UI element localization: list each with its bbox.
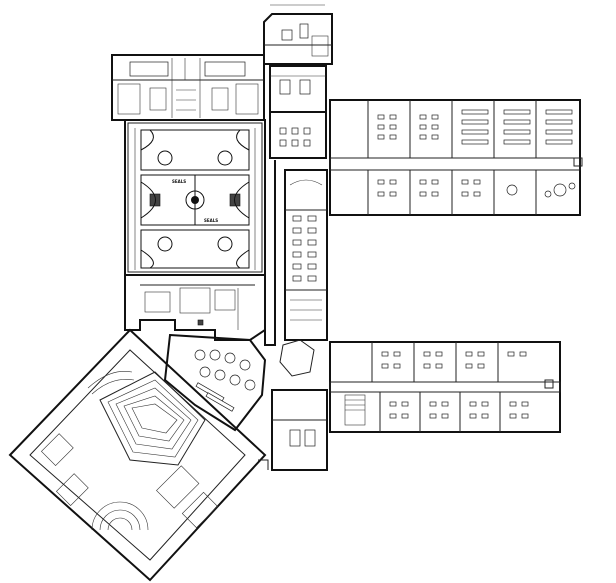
north-wing: [263, 13, 333, 159]
service-zone: [124, 275, 266, 341]
south-admin-block: [271, 339, 366, 471]
gymnasium: SEALS SEALS: [124, 119, 266, 276]
upper-classroom-wing: [329, 99, 581, 216]
exit-markers: [258, 4, 583, 470]
lower-classroom-wing: [329, 341, 561, 433]
court-label-south: SEALS: [204, 218, 218, 223]
court-label-north: SEALS: [172, 179, 186, 184]
locker-room-block: [111, 54, 265, 121]
cafeteria: [163, 333, 267, 432]
auditorium: [8, 328, 267, 582]
main-spine: [264, 160, 328, 346]
